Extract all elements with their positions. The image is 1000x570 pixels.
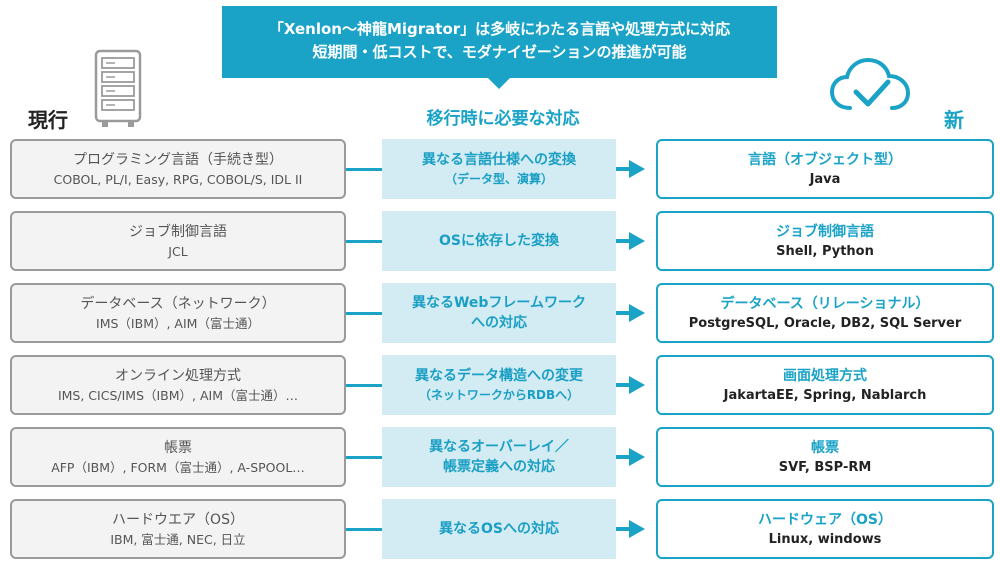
middle-title: OSに依存した変換 [439, 233, 559, 249]
middle-box: 異なるOSへの対応 [382, 499, 616, 559]
cloud-check-icon [829, 57, 911, 110]
new-box: 帳票 SVF, BSP-RM [656, 427, 994, 487]
new-title: データベース（リレーショナル） [720, 295, 930, 312]
arrow-right-icon [629, 160, 645, 178]
connector-line [346, 312, 382, 315]
current-sub: IBM, 富士通, NEC, 日立 [110, 531, 246, 547]
new-title: 画面処理方式 [783, 367, 867, 384]
middle-sub: （データ型、演算） [444, 172, 553, 186]
new-title: 言語（オブジェクト型） [748, 151, 902, 168]
connector-line [346, 168, 382, 171]
arrow-shaft [616, 311, 630, 315]
middle-title: 異なるオーバーレイ／ [429, 439, 569, 455]
current-title: ジョブ制御言語 [129, 223, 227, 240]
middle-box: 異なるデータ構造への変更 （ネットワークからRDBへ） [382, 355, 616, 415]
new-box: 画面処理方式 JakartaEE, Spring, Nablarch [656, 355, 994, 415]
current-box: データベース（ネットワーク） IMS（IBM）, AIM（富士通） [10, 283, 346, 343]
middle-sub: （ネットワークからRDBへ） [418, 388, 580, 402]
headline-banner: 「Xenlon〜神龍Migrator」は多岐にわたる言語や処理方式に対応 短期間… [222, 6, 777, 78]
migration-row: ジョブ制御言語 JCL OSに依存した変換 ジョブ制御言語 Shell, Pyt… [0, 211, 1000, 271]
connector-line [346, 456, 382, 459]
new-sub: Java [809, 171, 841, 187]
new-sub: Linux, windows [768, 531, 882, 547]
migration-row: オンライン処理方式 IMS, CICS/IMS（IBM）, AIM（富士通）… … [0, 355, 1000, 415]
middle-title: 異なるデータ構造への変更 [415, 368, 583, 384]
new-title: 帳票 [811, 439, 839, 456]
migration-row: データベース（ネットワーク） IMS（IBM）, AIM（富士通） 異なるWeb… [0, 283, 1000, 343]
middle-box: 異なるオーバーレイ／ 帳票定義への対応 [382, 427, 616, 487]
server-icon [94, 49, 142, 127]
new-sub: Shell, Python [776, 243, 874, 259]
arrow-right-icon [629, 376, 645, 394]
migration-row: プログラミング言語（手続き型） COBOL, PL/I, Easy, RPG, … [0, 139, 1000, 199]
column-title-middle: 移行時に必要な対応 [426, 109, 580, 129]
arrow-right-icon [629, 304, 645, 322]
current-title: 帳票 [164, 439, 192, 456]
new-box: 言語（オブジェクト型） Java [656, 139, 994, 199]
middle-title: 異なるOSへの対応 [439, 521, 559, 537]
current-sub: COBOL, PL/I, Easy, RPG, COBOL/S, IDL II [53, 171, 303, 187]
arrow-shaft [616, 455, 630, 459]
middle-title: 異なるWebフレームワーク [411, 295, 587, 311]
current-sub: AFP（IBM）, FORM（富士通）, A-SPOOL… [51, 459, 305, 475]
arrow-right-icon [629, 232, 645, 250]
current-sub: IMS（IBM）, AIM（富士通） [96, 315, 260, 331]
middle-title: 異なる言語仕様への変換 [422, 152, 576, 168]
connector-line [346, 528, 382, 531]
migration-row: 帳票 AFP（IBM）, FORM（富士通）, A-SPOOL… 異なるオーバー… [0, 427, 1000, 487]
current-title: データベース（ネットワーク） [80, 295, 276, 312]
current-box: 帳票 AFP（IBM）, FORM（富士通）, A-SPOOL… [10, 427, 346, 487]
new-title: ジョブ制御言語 [776, 223, 874, 240]
connector-line [346, 240, 382, 243]
middle-box: OSに依存した変換 [382, 211, 616, 271]
new-title: ハードウェア（OS） [758, 511, 892, 528]
column-title-new: 新 [944, 108, 964, 132]
arrow-shaft [616, 527, 630, 531]
arrow-shaft [616, 239, 630, 243]
column-title-current: 現行 [28, 108, 68, 132]
middle-box: 異なる言語仕様への変換 （データ型、演算） [382, 139, 616, 199]
current-title: プログラミング言語（手続き型） [73, 151, 283, 168]
arrow-shaft [616, 383, 630, 387]
current-sub: IMS, CICS/IMS（IBM）, AIM（富士通）… [57, 387, 299, 403]
new-box: ジョブ制御言語 Shell, Python [656, 211, 994, 271]
arrow-right-icon [629, 448, 645, 466]
new-sub: SVF, BSP-RM [778, 459, 872, 475]
new-sub: PostgreSQL, Oracle, DB2, SQL Server [688, 315, 962, 331]
migration-row: ハードウエア（OS） IBM, 富士通, NEC, 日立 異なるOSへの対応 ハ… [0, 499, 1000, 559]
current-box: ジョブ制御言語 JCL [10, 211, 346, 271]
new-box: データベース（リレーショナル） PostgreSQL, Oracle, DB2,… [656, 283, 994, 343]
new-box: ハードウェア（OS） Linux, windows [656, 499, 994, 559]
middle-sub: への対応 [471, 315, 527, 331]
banner-line-1: 「Xenlon〜神龍Migrator」は多岐にわたる言語や処理方式に対応 [268, 20, 731, 38]
banner-line-2: 短期間・低コストで、モダナイゼーションの推進が可能 [312, 43, 687, 61]
banner-pointer [488, 78, 510, 89]
current-box: ハードウエア（OS） IBM, 富士通, NEC, 日立 [10, 499, 346, 559]
current-box: プログラミング言語（手続き型） COBOL, PL/I, Easy, RPG, … [10, 139, 346, 199]
new-sub: JakartaEE, Spring, Nablarch [723, 387, 927, 403]
current-title: オンライン処理方式 [115, 367, 241, 384]
arrow-right-icon [629, 520, 645, 538]
middle-sub: 帳票定義への対応 [443, 459, 555, 475]
current-sub: JCL [168, 243, 188, 259]
arrow-shaft [616, 167, 630, 171]
current-title: ハードウエア（OS） [112, 511, 244, 528]
current-box: オンライン処理方式 IMS, CICS/IMS（IBM）, AIM（富士通）… [10, 355, 346, 415]
middle-box: 異なるWebフレームワーク への対応 [382, 283, 616, 343]
connector-line [346, 384, 382, 387]
